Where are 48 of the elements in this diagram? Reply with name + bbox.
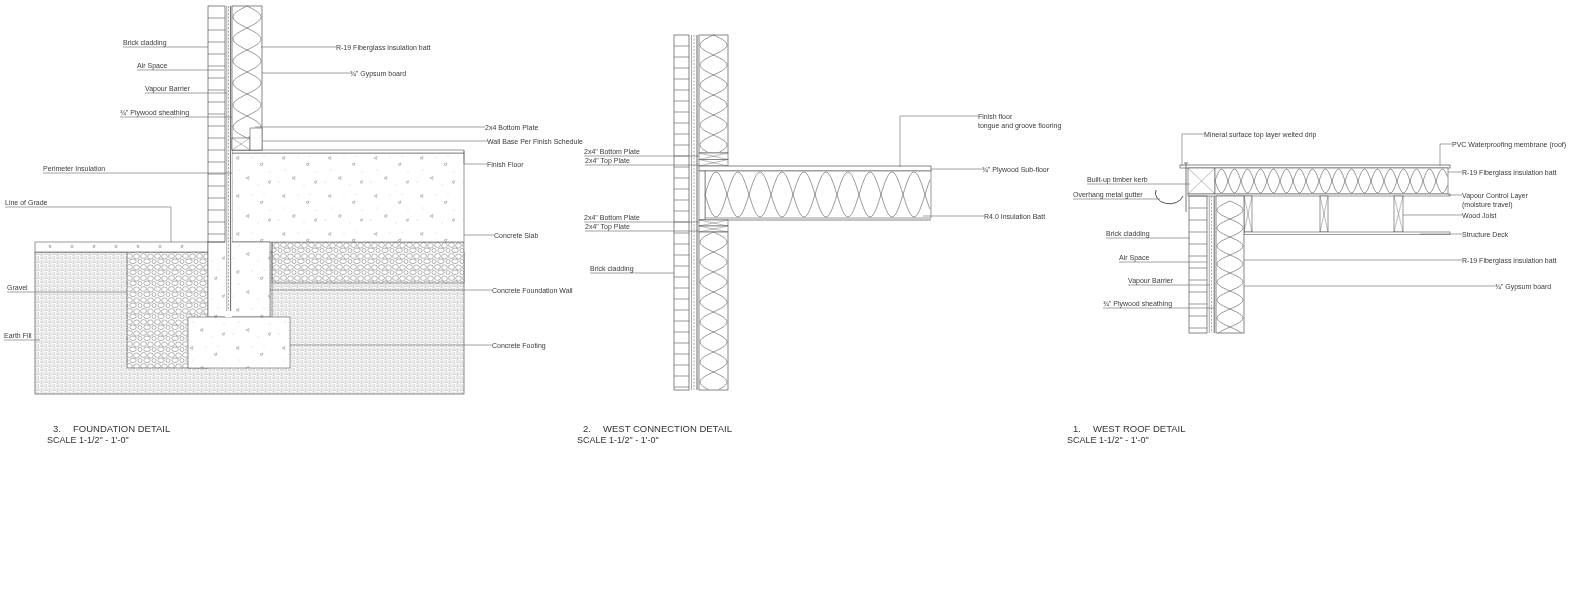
- leader-line: [6, 291, 128, 293]
- leader-line: [1402, 214, 1463, 216]
- leader-line: [1243, 259, 1463, 261]
- leader-line: [1105, 237, 1191, 239]
- scale-note: SCALE 1-1/2" - 1'-0": [577, 435, 659, 446]
- detail-title: FOUNDATION DETAIL: [73, 423, 171, 434]
- leader-line: [1072, 198, 1161, 200]
- leader-line: [922, 215, 985, 217]
- leader-line: [930, 168, 983, 170]
- detail-title: WEST CONNECTION DETAIL: [603, 423, 732, 434]
- leader-line: [1086, 183, 1191, 185]
- leader-line: [4, 206, 172, 243]
- leader-line: [1439, 143, 1453, 167]
- detail-title: WEST ROOF DETAIL: [1093, 423, 1186, 434]
- leader-line: [1127, 284, 1211, 286]
- leader-line: [584, 164, 700, 166]
- leader-line: [1447, 171, 1463, 173]
- leader-line: [1447, 194, 1463, 196]
- leader-line: [261, 72, 351, 74]
- leader-line: [1419, 233, 1463, 235]
- scale-note: SCALE 1-1/2" - 1'-0": [47, 435, 129, 446]
- leader-line: [144, 92, 228, 94]
- leader-line: [3, 339, 41, 341]
- leader-line: [136, 69, 225, 71]
- leader-line: [583, 221, 700, 223]
- detail-number: 2.: [583, 423, 591, 434]
- leader-line: [584, 230, 700, 232]
- leader-line: [899, 115, 979, 168]
- leader-line: [463, 150, 488, 165]
- leader-line: [1243, 285, 1496, 287]
- leader-line: [119, 116, 233, 118]
- leader-line: [42, 172, 233, 174]
- detail-number: 3.: [53, 423, 61, 434]
- leader-line: [1181, 133, 1205, 167]
- leader-line: [254, 126, 486, 128]
- detail-number: 1.: [1073, 423, 1081, 434]
- floor-connection-drawing: [673, 34, 932, 391]
- leader-line: [260, 46, 337, 48]
- leader-line: [1102, 307, 1215, 309]
- scale-note: SCALE 1-1/2" - 1'-0": [1067, 435, 1149, 446]
- leader-line: [1118, 261, 1208, 263]
- leader-line: [269, 289, 493, 291]
- leader-line: [589, 272, 675, 274]
- leader-line: [262, 140, 488, 142]
- leader-line: [289, 344, 493, 346]
- leader-line: [463, 234, 495, 236]
- leader-line: [122, 46, 209, 48]
- leader-line: [583, 155, 700, 157]
